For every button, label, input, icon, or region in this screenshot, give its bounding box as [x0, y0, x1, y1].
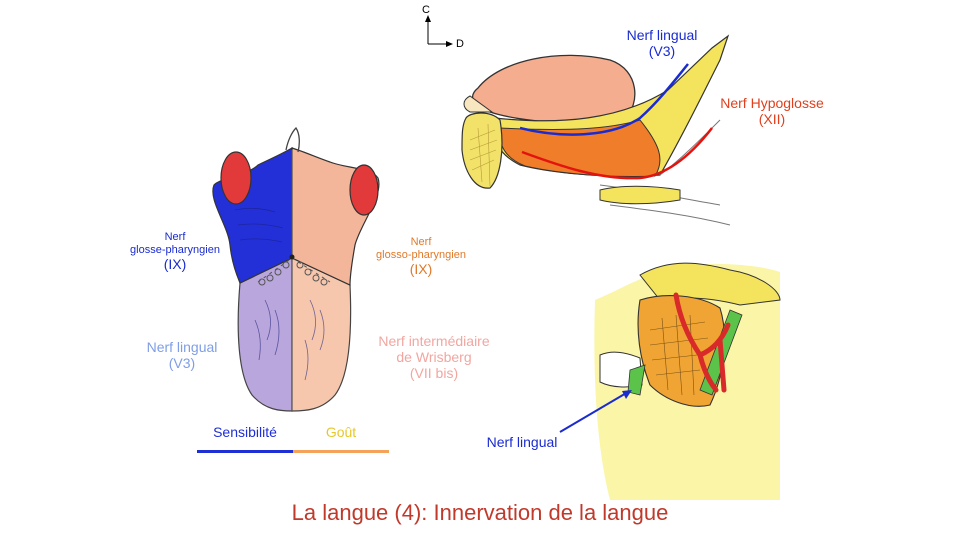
tonsil-left: [220, 151, 252, 205]
hypoglossal-nerve-path: [521, 127, 713, 180]
hyoglossus-muscle: [499, 119, 661, 178]
muscle-grid: [649, 314, 709, 396]
label-line: (V3): [168, 355, 196, 372]
muscle-hatching: [469, 123, 498, 187]
label-line: (V3): [648, 43, 676, 60]
label-side-hypoglossal: Nerf Hypoglosse (XII): [706, 95, 838, 127]
orientation-axes: [425, 15, 453, 47]
label-dissection-lingual: Nerf lingual: [486, 434, 558, 450]
legend-sensibilite: Sensibilité: [213, 424, 277, 440]
label-line: Nerf lingual: [626, 27, 698, 43]
epiglottis: [285, 126, 300, 153]
lingual-nerve-arrow: [559, 391, 629, 433]
artery-red: [673, 292, 731, 393]
green-muscle-left: [627, 364, 646, 396]
circumvallate-papillae: [258, 261, 328, 286]
legend-line-gout: [293, 450, 389, 453]
orientation-right-label: D: [456, 38, 464, 50]
orientation-up-label: C: [422, 4, 430, 16]
tongue-anterior-left-region: [237, 257, 293, 412]
label-intermediate-nerve: Nerf intermédiaire de Wrisberg (VII bis): [360, 333, 508, 381]
label-glossopharyngeal-sensory: Nerf glosse-pharyngien (IX): [120, 231, 230, 272]
label-line: de Wrisberg: [396, 349, 472, 366]
label-line: Nerf intermédiaire: [378, 333, 490, 349]
legend-line-sensibilite: [197, 450, 293, 453]
label-line: glosso-pharyngien: [376, 248, 466, 261]
label-side-lingual: Nerf lingual (V3): [612, 27, 712, 59]
label-line: Nerf: [410, 236, 432, 248]
tongue-tip: [463, 95, 494, 113]
label-line: Nerf Hypoglosse: [720, 95, 824, 111]
lingual-nerve-path: [519, 63, 689, 136]
genioglossus-region: [461, 112, 503, 189]
label-line: (XII): [758, 111, 786, 128]
label-line: glosse-pharyngien: [130, 243, 220, 256]
legend-gout: Goût: [325, 424, 357, 440]
label-line: Nerf: [164, 231, 186, 243]
tonsil-right: [349, 164, 379, 216]
label-line: (VII bis): [409, 365, 459, 382]
label-lingual-sensory: Nerf lingual (V3): [128, 339, 236, 371]
lingual-nerve-arrowhead: [622, 390, 632, 399]
page-title: La langue (4): Innervation de la langue: [291, 500, 669, 525]
foramen-caecum: [289, 254, 295, 260]
muscle-mass: [637, 295, 725, 407]
label-line: Nerf lingual: [146, 339, 218, 355]
hyoid-shape: [599, 185, 681, 205]
tongue-texture: [234, 208, 325, 381]
papillae-v-line: [257, 257, 331, 283]
label-line: (IX): [409, 261, 433, 278]
label-line: (IX): [163, 256, 187, 273]
label-glossopharyngeal-taste: Nerf glosso-pharyngien (IX): [362, 236, 480, 277]
